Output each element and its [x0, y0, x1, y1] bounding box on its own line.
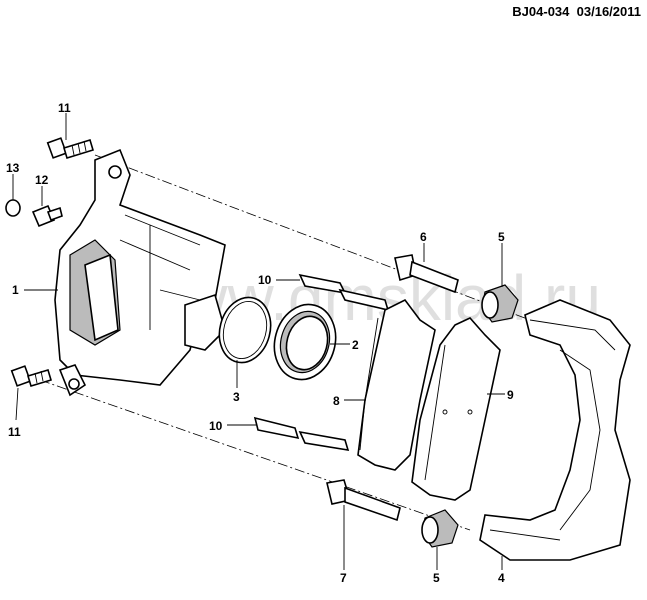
piston-seal[interactable] — [212, 292, 277, 369]
callout-5-lower: 5 — [433, 571, 440, 585]
drawing-date: 03/16/2011 — [576, 4, 641, 19]
caliper-housing[interactable] — [54, 148, 226, 397]
guide-pin-boot-lower[interactable] — [421, 509, 459, 548]
leader-lines — [12, 113, 505, 570]
caliper-bolt-lower[interactable] — [10, 365, 52, 387]
callout-1: 1 — [12, 283, 19, 297]
guide-pin-boot-upper[interactable] — [481, 284, 519, 323]
callout-13: 13 — [6, 161, 20, 175]
guide-pin-upper[interactable] — [394, 254, 459, 294]
callout-7: 7 — [340, 571, 347, 585]
piston-seal-boot[interactable] — [266, 298, 344, 387]
callout-11-upper: 11 — [58, 101, 71, 115]
callout-10-upper: 10 — [258, 273, 272, 287]
caliper-bracket[interactable] — [479, 299, 631, 561]
bleeder-valve[interactable] — [31, 204, 63, 228]
callout-5-upper: 5 — [498, 230, 505, 244]
callout-8: 8 — [333, 394, 340, 408]
callout-12: 12 — [35, 173, 49, 187]
callout-9: 9 — [507, 388, 514, 402]
callout-4: 4 — [498, 571, 505, 585]
pad-clip-lower[interactable] — [253, 416, 350, 451]
alignment-line — [94, 154, 531, 321]
callout-3: 3 — [233, 390, 240, 404]
bleeder-cap[interactable] — [5, 199, 21, 217]
callout-2: 2 — [352, 338, 359, 352]
callout-11-lower: 11 — [8, 425, 21, 439]
callout-6: 6 — [420, 230, 427, 244]
drawing-code: BJ04-034 — [512, 4, 570, 19]
caliper-bolt-upper[interactable] — [46, 137, 94, 160]
outer-brake-pad[interactable] — [411, 317, 501, 501]
callout-10-lower: 10 — [209, 419, 223, 433]
guide-pin-lower[interactable] — [326, 479, 401, 522]
drawing-code-header: BJ04-034 03/16/2011 — [512, 4, 641, 19]
alignment-line — [39, 379, 471, 531]
